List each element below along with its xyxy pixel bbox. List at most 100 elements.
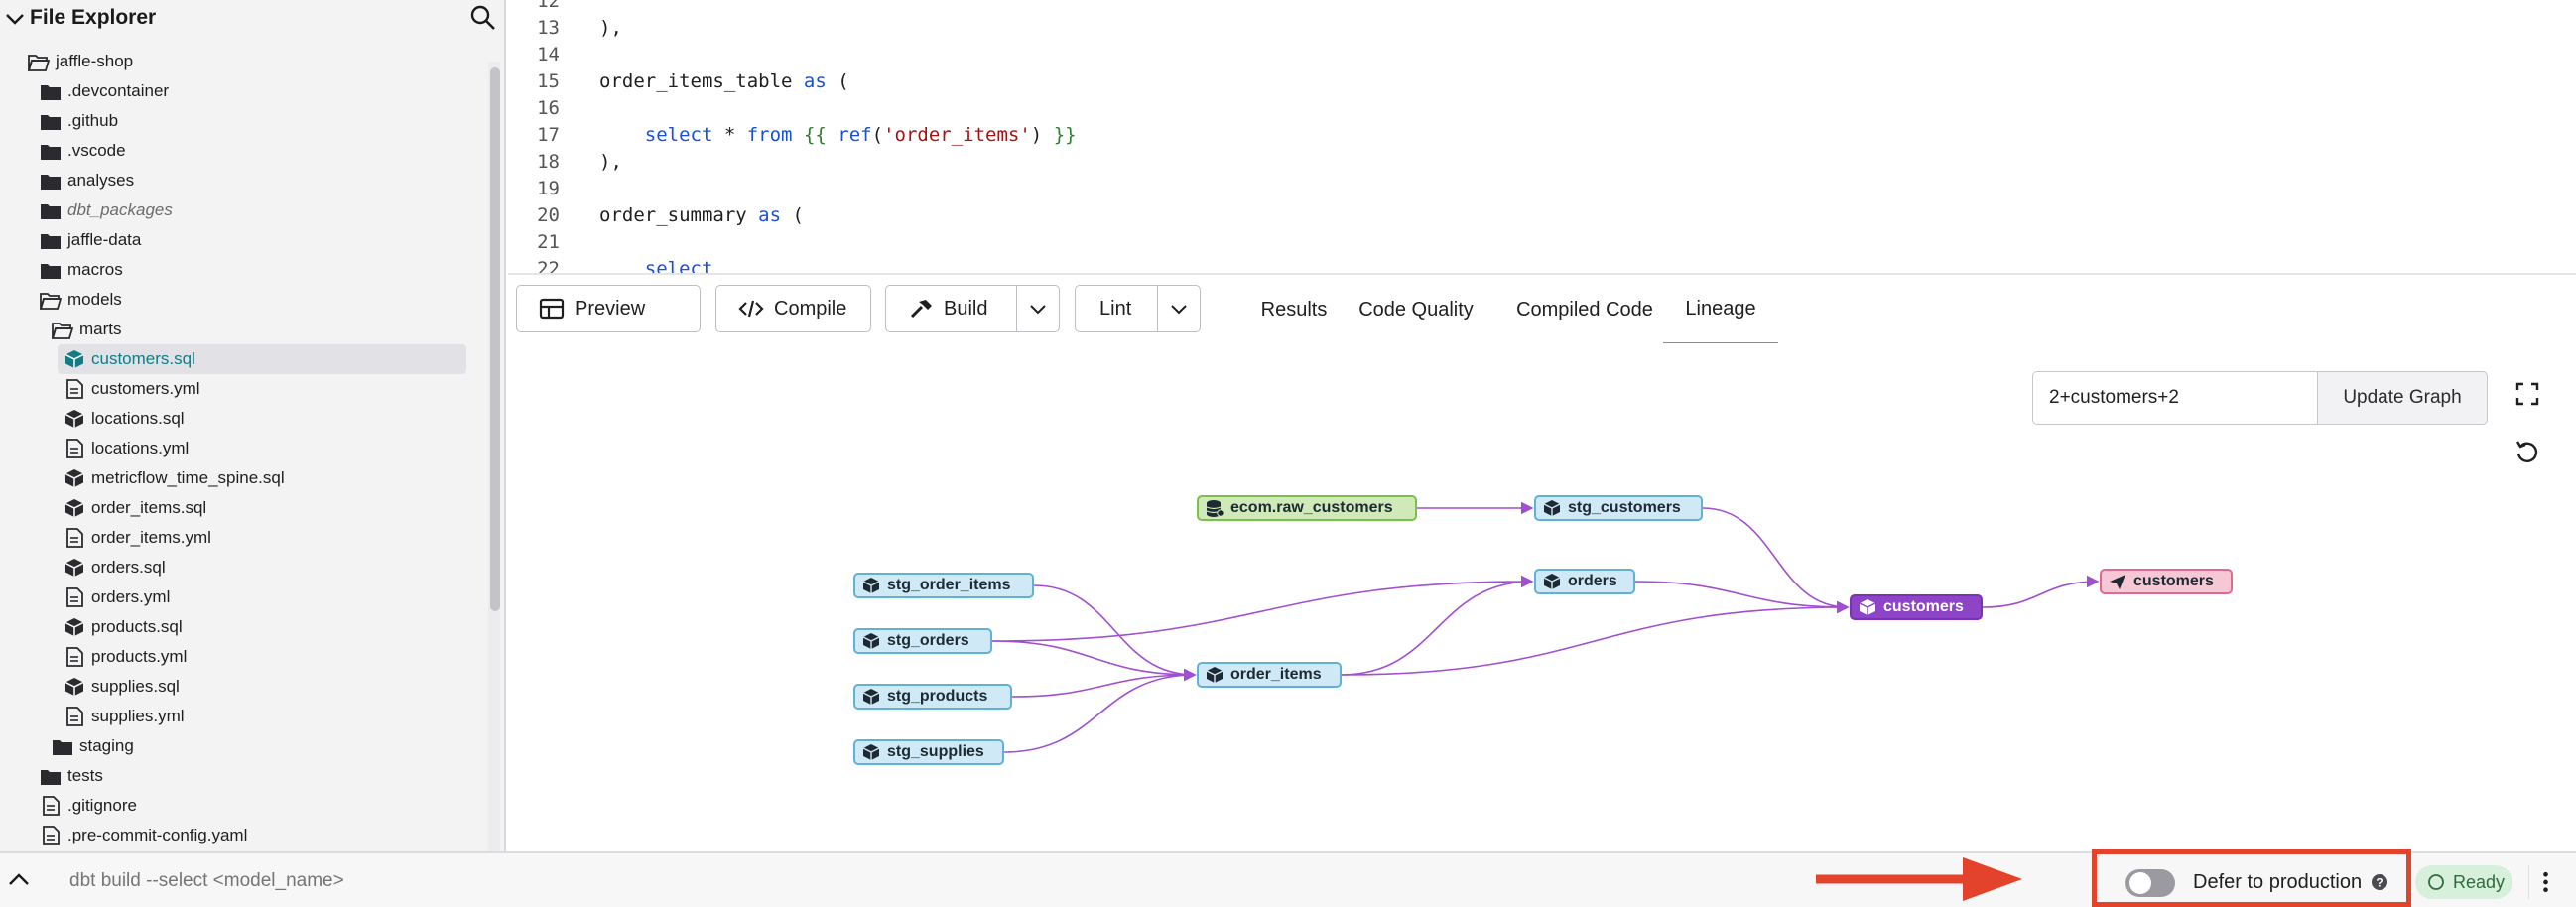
code-line[interactable]: 19 xyxy=(508,176,2576,202)
code-line[interactable]: 12 xyxy=(508,0,2576,15)
sidebar-item[interactable]: metricflow_time_spine.sql xyxy=(64,463,285,493)
build-dropdown-chevron-icon[interactable] xyxy=(1028,300,1048,318)
sidebar-item[interactable]: jaffle-shop xyxy=(28,47,133,76)
model-icon xyxy=(64,559,84,577)
more-options-icon[interactable] xyxy=(2528,865,2562,899)
sidebar-item[interactable]: .vscode xyxy=(40,136,126,166)
build-button[interactable]: Build xyxy=(885,285,1060,332)
sidebar-item[interactable]: macros xyxy=(40,255,123,285)
lint-button[interactable]: Lint xyxy=(1075,285,1201,332)
svg-text:?: ? xyxy=(2376,876,2383,890)
line-number: 17 xyxy=(537,124,560,146)
tab-lineage-label: Lineage xyxy=(1685,297,1756,320)
sidebar-item[interactable]: .devcontainer xyxy=(40,76,169,106)
code-line[interactable]: 14 xyxy=(508,42,2576,68)
code-line[interactable]: 13), xyxy=(508,15,2576,42)
preview-button[interactable]: Preview xyxy=(516,285,701,332)
lineage-edge xyxy=(1702,507,1850,614)
tab-results[interactable]: Results xyxy=(1234,275,1353,344)
defer-to-production-label: Defer to production xyxy=(2193,871,2363,893)
sidebar-item[interactable]: .gitignore xyxy=(40,791,137,821)
sidebar-item[interactable]: supplies.yml xyxy=(64,702,185,731)
lineage-node-stg-products[interactable]: stg_products xyxy=(853,684,1012,710)
sidebar-item[interactable]: analyses xyxy=(40,166,134,195)
code-line[interactable]: 21 xyxy=(508,229,2576,256)
lineage-node-customers-exposure[interactable]: customers xyxy=(2100,569,2233,594)
help-icon[interactable]: ? xyxy=(2371,873,2388,891)
lineage-graph-edges xyxy=(991,501,2100,753)
sidebar-scrollbar-thumb[interactable] xyxy=(490,67,500,611)
model-icon xyxy=(64,499,84,517)
sidebar-item[interactable]: supplies.sql xyxy=(64,672,180,702)
code-text: ), xyxy=(599,17,622,39)
code-line[interactable]: 22 select xyxy=(508,256,2576,273)
line-number: 20 xyxy=(537,204,560,226)
sidebar-item[interactable]: tests xyxy=(40,761,103,791)
compile-button[interactable]: Compile xyxy=(715,285,871,332)
lineage-node-order-items[interactable]: order_items xyxy=(1197,662,1342,688)
sidebar-item[interactable]: order_items.sql xyxy=(64,493,206,523)
sidebar-item[interactable]: locations.sql xyxy=(64,404,185,434)
lineage-node-label: ecom.raw_customers xyxy=(1230,499,1393,516)
lineage-node-stg-supplies[interactable]: stg_supplies xyxy=(853,739,1004,765)
toggle-knob[interactable] xyxy=(2129,872,2151,894)
sidebar-item[interactable]: orders.yml xyxy=(64,583,170,612)
sidebar-item[interactable]: customers.sql xyxy=(58,344,466,374)
lineage-node-label: customers xyxy=(1883,598,1964,615)
status-label: Ready xyxy=(2453,871,2506,892)
exposure-send-icon xyxy=(2110,575,2125,589)
sidebar-item[interactable]: .pre-commit-config.yaml xyxy=(40,821,247,850)
update-graph-button[interactable]: Update Graph xyxy=(2317,371,2488,425)
lint-dropdown-chevron-icon[interactable] xyxy=(1169,300,1189,318)
sidebar-item-label: order_items.yml xyxy=(91,528,211,547)
graph-selector-input[interactable] xyxy=(2032,371,2318,425)
model-cube-icon xyxy=(862,744,880,760)
sidebar-item[interactable]: jaffle-data xyxy=(40,225,141,255)
reset-view-icon[interactable] xyxy=(2511,435,2544,468)
tab-lineage[interactable]: Lineage xyxy=(1663,275,1778,344)
lint-label: Lint xyxy=(1099,297,1132,320)
sidebar-item[interactable]: staging xyxy=(52,731,134,761)
sidebar-item[interactable]: customers.yml xyxy=(64,374,200,404)
sidebar-item-label: products.yml xyxy=(91,647,188,666)
sidebar-item[interactable]: marts xyxy=(52,315,122,344)
lineage-node-ecom-raw-customers[interactable]: ecom.raw_customers xyxy=(1197,495,1417,521)
lineage-node-label: orders xyxy=(1568,573,1617,589)
sidebar-item[interactable]: dbt_packages xyxy=(40,195,173,225)
sidebar-item[interactable]: locations.yml xyxy=(64,434,189,463)
code-line[interactable]: 16 xyxy=(508,95,2576,122)
sidebar-item[interactable]: products.sql xyxy=(64,612,183,642)
sidebar-item[interactable]: order_items.yml xyxy=(64,523,211,553)
command-input[interactable] xyxy=(52,863,746,899)
lineage-node-orders[interactable]: orders xyxy=(1534,569,1635,594)
lineage-node-stg-order-items[interactable]: stg_order_items xyxy=(853,573,1034,598)
sidebar-item[interactable]: orders.sql xyxy=(64,553,166,583)
chevron-up-icon[interactable] xyxy=(6,869,32,891)
sidebar-item-label: jaffle-data xyxy=(67,230,142,249)
sidebar-item[interactable]: .github xyxy=(40,106,118,136)
tab-compiled-code[interactable]: Compiled Code xyxy=(1500,275,1669,344)
file-explorer-sidebar: File Explorer jaffle-shop.devcontainer.g… xyxy=(0,0,506,851)
lineage-node-stg-orders[interactable]: stg_orders xyxy=(853,628,992,654)
chevron-down-icon[interactable] xyxy=(4,6,26,32)
file-icon xyxy=(43,826,60,845)
code-line[interactable]: 17 select * from {{ ref('order_items') }… xyxy=(508,122,2576,149)
model-cube-icon xyxy=(862,633,880,649)
search-icon[interactable] xyxy=(468,3,498,33)
code-line[interactable]: 18), xyxy=(508,149,2576,176)
model-icon xyxy=(64,678,84,696)
lineage-node-customers-model[interactable]: customers xyxy=(1850,594,1983,620)
tab-code-quality[interactable]: Code Quality xyxy=(1342,275,1490,344)
code-text: order_items_table as ( xyxy=(599,70,849,92)
sidebar-item[interactable]: models xyxy=(40,285,122,315)
sidebar-item-label: locations.sql xyxy=(91,409,185,428)
sidebar-item[interactable]: products.yml xyxy=(64,642,187,672)
lineage-node-stg-customers[interactable]: stg_customers xyxy=(1534,495,1703,521)
fullscreen-icon[interactable] xyxy=(2511,377,2544,411)
file-icon xyxy=(66,647,83,667)
folder-icon xyxy=(41,770,61,785)
folder-icon xyxy=(41,145,61,160)
